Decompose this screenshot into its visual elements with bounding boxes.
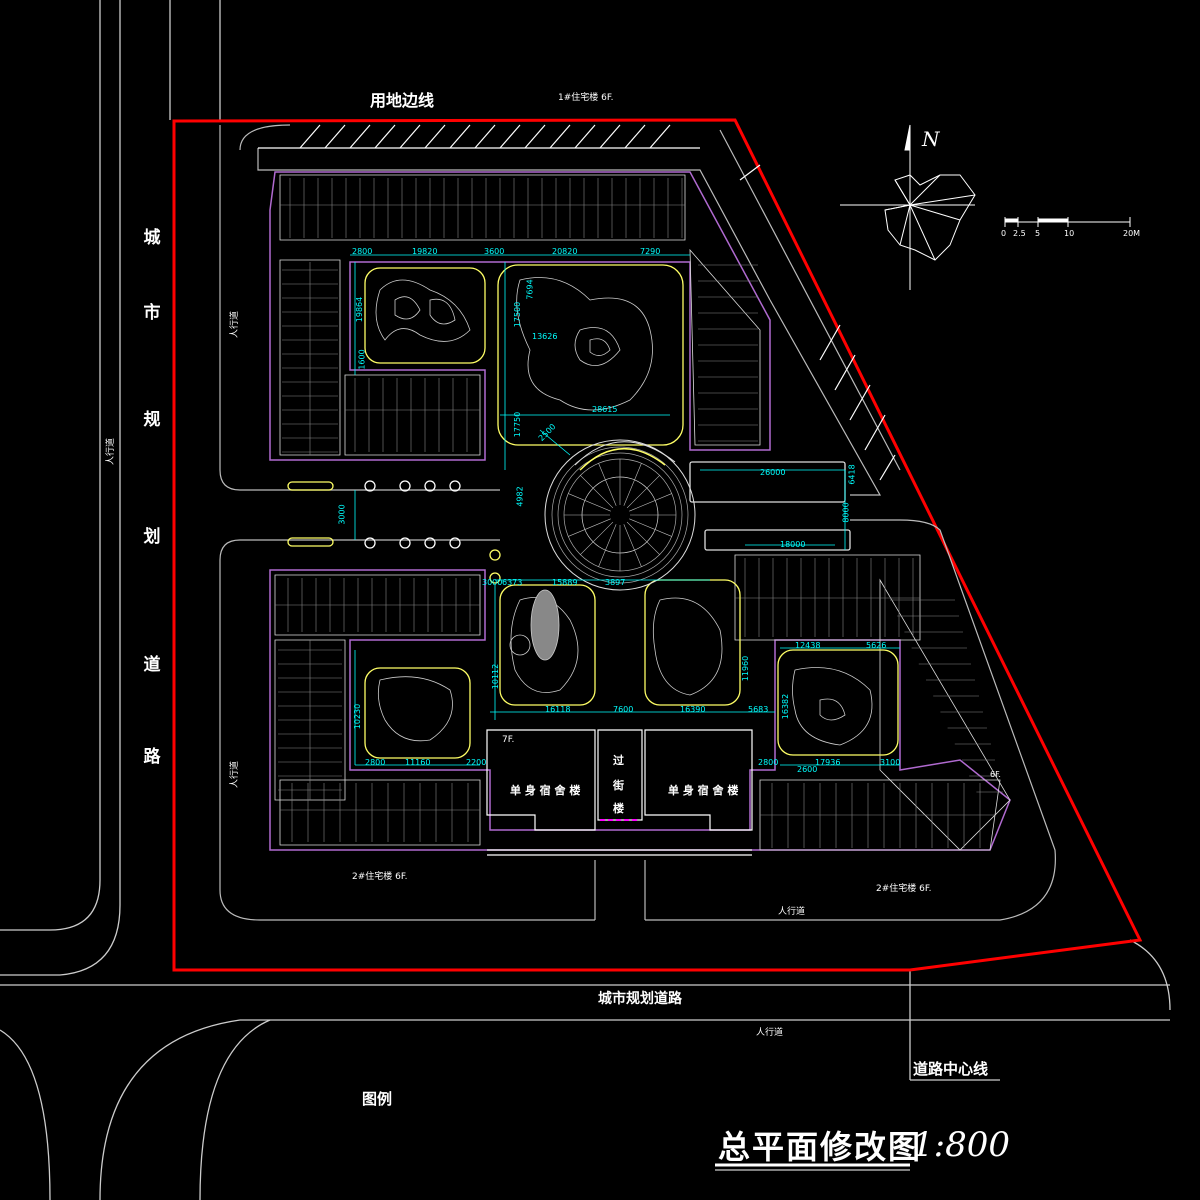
site-boundary-label: 用地边线 xyxy=(370,91,435,110)
building-block-north xyxy=(269,171,771,461)
dim-2800-a: 2800 xyxy=(352,247,373,256)
sidewalk-bottom-outer: 人行道 xyxy=(756,1028,784,1038)
dim-2600: 2600 xyxy=(797,765,818,774)
road-centerline-label: 道路中心线 xyxy=(913,1060,989,1078)
building-2-right-label: 2#住宅楼 6F. xyxy=(876,884,932,894)
road-char-3: 规 xyxy=(143,410,161,430)
road-char-5: 道 xyxy=(143,655,161,675)
bottom-road-label: 城市规划道路 xyxy=(598,991,682,1007)
dim-4982: 4982 xyxy=(515,486,525,507)
dim-12438: 12438 xyxy=(795,641,821,650)
passage-char-2: 街 xyxy=(613,779,624,792)
top-building-label: 1#住宅楼 6F. xyxy=(558,93,614,103)
garden-paths xyxy=(375,277,873,746)
dim-7600: 7600 xyxy=(613,705,634,714)
site-boundary-line xyxy=(172,118,1143,972)
dim-11960: 11960 xyxy=(741,655,751,682)
inner-roads xyxy=(219,124,1056,921)
dim-19820: 19820 xyxy=(412,247,438,256)
dim-20820: 20820 xyxy=(552,247,578,256)
dim-28615: 28615 xyxy=(592,405,618,414)
dim-3897: 3897 xyxy=(605,578,626,587)
road-char-4: 划 xyxy=(143,527,161,547)
drawing-title: 总平面修改图 xyxy=(718,1128,923,1166)
dim-10112: 10112 xyxy=(491,663,501,690)
dim-7694: 7694 xyxy=(525,279,535,300)
road-char-6: 路 xyxy=(143,747,161,767)
dim-17750: 17750 xyxy=(513,411,523,438)
dim-10230: 10230 xyxy=(353,703,363,730)
dim-2800-b: 2800 xyxy=(758,758,779,767)
building-2-left-label: 2#住宅楼 6F. xyxy=(352,872,408,882)
north-label: N xyxy=(922,127,940,151)
scale-0: 0 xyxy=(1001,229,1007,238)
dim-3000-b: 3000 xyxy=(482,578,503,587)
dim-26000: 26000 xyxy=(760,468,786,477)
road-char-2: 市 xyxy=(143,303,161,323)
building-block-south xyxy=(269,554,1011,851)
dim-17500: 17500 xyxy=(513,301,523,328)
parking-stripes-top xyxy=(258,124,700,149)
dim-17936: 17936 xyxy=(815,758,841,767)
dim-16382: 16382 xyxy=(781,693,791,720)
scale-20m: 20M xyxy=(1123,229,1141,238)
dim-11160: 11160 xyxy=(405,758,431,767)
passage-char-3: 楼 xyxy=(613,802,624,815)
dim-3000: 3000 xyxy=(337,504,347,525)
dim-19864: 19864 xyxy=(355,296,365,323)
sidewalk-left-upper: 人行道 xyxy=(230,310,241,339)
dorm-buildings xyxy=(486,729,753,856)
scale-10: 10 xyxy=(1064,229,1075,238)
dim-6373: 6373 xyxy=(502,578,523,587)
central-plaza xyxy=(544,439,696,591)
dorm-left-label: 单 身 宿 舍 楼 xyxy=(510,784,581,797)
legend-label: 图例 xyxy=(362,1090,393,1108)
dim-3100: 3100 xyxy=(880,758,901,767)
dim-5683: 5683 xyxy=(748,705,769,714)
sidewalk-left-lower: 人行道 xyxy=(230,760,241,789)
scale-5: 5 xyxy=(1035,229,1041,238)
scale-2-5: 2.5 xyxy=(1013,229,1026,238)
building-grid-south xyxy=(275,558,1003,848)
dim-13626: 13626 xyxy=(532,332,558,341)
road-lines xyxy=(0,0,1171,1200)
dimension-lines xyxy=(350,254,900,766)
dim-3600: 3600 xyxy=(484,247,505,256)
sidewalk-bottom-inner: 人行道 xyxy=(778,907,806,917)
building-grid-north xyxy=(280,178,758,455)
drawing-scale: 1:800 xyxy=(912,1125,1010,1165)
dim-15889: 15889 xyxy=(552,578,578,587)
dim-6418: 6418 xyxy=(847,464,857,485)
dim-2800-c: 2800 xyxy=(365,758,386,767)
parking-stripes-right xyxy=(739,164,896,481)
dim-5626: 5626 xyxy=(866,641,887,650)
courtyards xyxy=(364,264,899,759)
passage-char-1: 过 xyxy=(613,754,624,767)
dim-2200: 2200 xyxy=(466,758,487,767)
floor-6f-label: 6F. xyxy=(990,770,1001,779)
dim-16390: 16390 xyxy=(680,705,706,714)
sidewalk-left-outer: 人行道 xyxy=(106,437,117,466)
dim-16118: 16118 xyxy=(545,705,571,714)
road-char-1: 城 xyxy=(143,228,161,248)
dorm-right-label: 单 身 宿 舍 楼 xyxy=(668,784,739,797)
scale-bar xyxy=(1004,217,1131,227)
dim-8000: 8000 xyxy=(841,502,851,523)
dim-7290: 7290 xyxy=(640,247,661,256)
north-arrow-icon xyxy=(840,124,976,290)
floor-7f-label: 7F. xyxy=(502,735,515,745)
dim-1600: 1600 xyxy=(357,349,367,370)
dim-18000: 18000 xyxy=(780,540,806,549)
